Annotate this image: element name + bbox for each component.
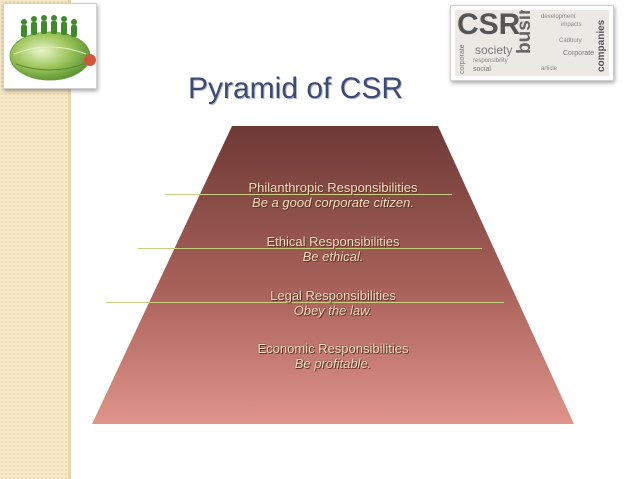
word-cloud-word: responsibility (473, 58, 508, 64)
level-title: Legal Responsibilities (270, 288, 396, 303)
word-cloud-word: society (475, 43, 513, 57)
level-title: Economic Responsibilities (257, 341, 409, 356)
pyramid-level-philanthropic: Philanthropic Responsibilities Be a good… (190, 180, 476, 210)
csr-globe-image (3, 3, 97, 89)
csr-word-cloud-image: CSR business society companies corporate… (450, 5, 614, 81)
level-divider-line (106, 302, 504, 303)
word-cloud-word: Corporate (563, 50, 595, 57)
level-subtitle: Be a good corporate citizen. (252, 195, 414, 210)
word-cloud-word: impacts (561, 22, 582, 28)
word-cloud-word: social (473, 66, 491, 73)
globe-people-icon (4, 4, 96, 88)
level-title: Philanthropic Responsibilities (248, 180, 418, 195)
word-cloud-word: Cadbury (559, 38, 582, 44)
word-cloud: CSR business society companies corporate… (455, 10, 609, 76)
level-subtitle: Be profitable. (294, 356, 372, 371)
level-subtitle: Be ethical. (302, 249, 364, 264)
slide-title: Pyramid of CSR (188, 72, 404, 105)
sidebar-border (68, 0, 71, 479)
level-divider-line (138, 248, 482, 249)
word-cloud-word: CSR (457, 10, 521, 41)
level-divider-line (166, 194, 452, 195)
word-cloud-word: article (541, 66, 558, 72)
word-cloud-word: development (541, 14, 576, 20)
pyramid-level-ethical: Ethical Responsibilities Be ethical. (190, 234, 476, 264)
pyramid-level-economic: Economic Responsibilities Be profitable. (190, 341, 476, 371)
level-title: Ethical Responsibilities (266, 234, 400, 249)
level-subtitle: Obey the law. (293, 303, 373, 318)
pyramid-level-legal: Legal Responsibilities Obey the law. (190, 288, 476, 318)
